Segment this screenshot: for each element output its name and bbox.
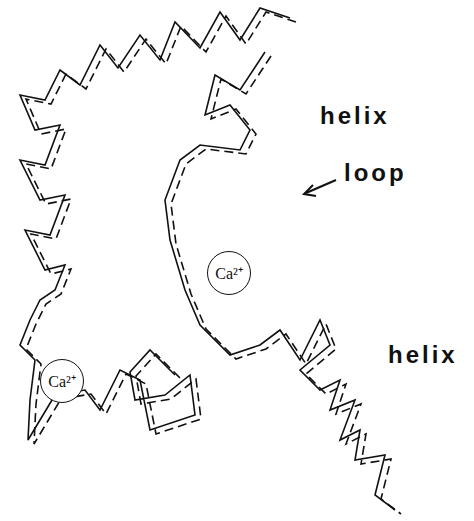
structure-label: helix — [386, 342, 460, 368]
ion-label: Ca²⁺ — [215, 262, 243, 284]
calcium-ion-circle: Ca²⁺ — [207, 251, 251, 295]
ion-label: Ca²⁺ — [48, 370, 76, 392]
structure-label: loop — [342, 160, 409, 186]
backbone-dashed — [26, 12, 296, 444]
loop-pointer — [304, 180, 336, 196]
backbone-solid — [20, 8, 290, 440]
calcium-ion-circle: Ca²⁺ — [40, 359, 84, 403]
backbone-solid — [165, 52, 395, 510]
backbone-dashed — [171, 56, 401, 514]
structure-label: helix — [318, 103, 392, 129]
